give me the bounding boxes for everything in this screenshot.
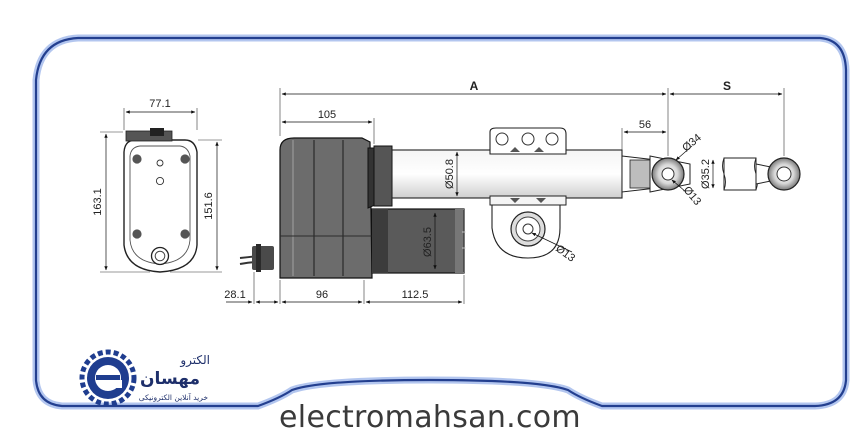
- side-view: Ø63.5 Ø50.8 Ø13 Ø35.2: [224, 79, 801, 304]
- gear-e-icon: [79, 349, 137, 407]
- dim-56: 56: [639, 119, 651, 131]
- logo-name: مهسان: [140, 369, 200, 389]
- dim-28-1: 28.1: [224, 289, 245, 301]
- logo: الکترو مهسان خرید آنلاین الکترونیکی: [79, 349, 210, 407]
- dim-s: S: [723, 79, 731, 93]
- dim-extension-dia: Ø35.2: [700, 159, 712, 189]
- dim-105: 105: [318, 109, 336, 121]
- dim-height-left: 163.1: [92, 188, 104, 216]
- dim-96: 96: [316, 289, 328, 301]
- dim-tube-dia: Ø50.8: [444, 159, 456, 189]
- dim-112-5: 112.5: [402, 289, 429, 301]
- logo-title: الکترو: [179, 353, 210, 368]
- dim-width-top: 77.1: [149, 98, 170, 110]
- dim-motor-dia: Ø63.5: [422, 227, 434, 257]
- end-view: 77.1 163.1 151.6: [92, 98, 222, 273]
- website-url: electromahsan.com: [279, 400, 581, 435]
- dim-a: A: [470, 79, 479, 93]
- logo-tagline: خرید آنلاین الکترونیکی: [139, 392, 209, 402]
- dim-height-right: 151.6: [203, 192, 215, 220]
